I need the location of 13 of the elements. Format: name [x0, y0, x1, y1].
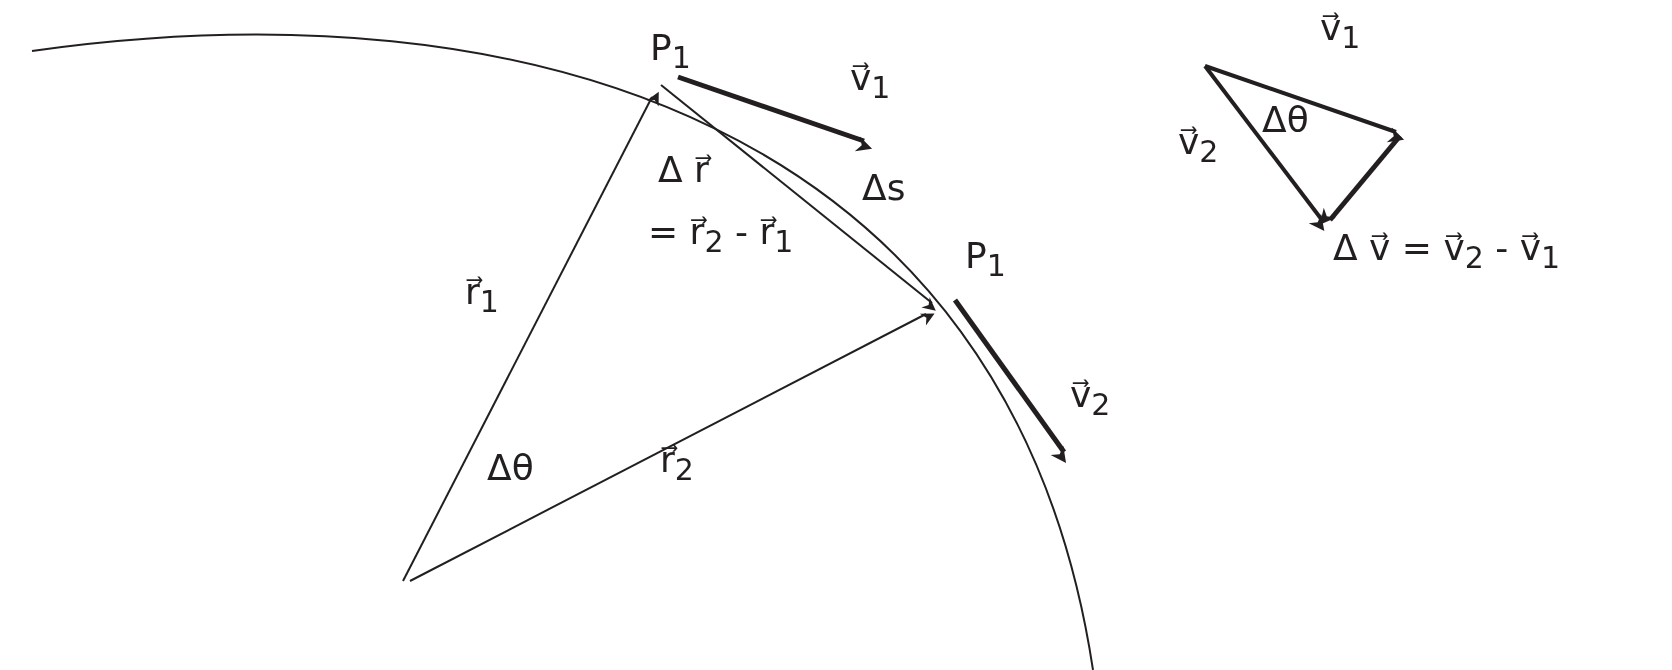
math-label: r⃗$_{2}$ [660, 440, 694, 487]
math-label: Δθ [487, 448, 534, 488]
math-label: v⃗$_{1}$ [1320, 8, 1361, 55]
math-label: Δ v⃗ = v⃗$_{2}$ - v⃗$_{1}$ [1333, 228, 1561, 275]
math-label: Δθ [1262, 100, 1309, 140]
math-label: v⃗$_{2}$ [1178, 122, 1219, 169]
math-label: r⃗$_{1}$ [465, 272, 499, 319]
math-label: P$_{1}$ [965, 236, 1006, 283]
math-label: = r⃗$_{2}$ - r⃗$_{1}$ [648, 212, 794, 259]
math-label: v⃗$_{2}$ [1070, 375, 1111, 422]
math-label: v⃗$_{1}$ [850, 58, 891, 105]
math-label: Δs [862, 168, 906, 208]
math-label: P$_{1}$ [650, 28, 691, 75]
